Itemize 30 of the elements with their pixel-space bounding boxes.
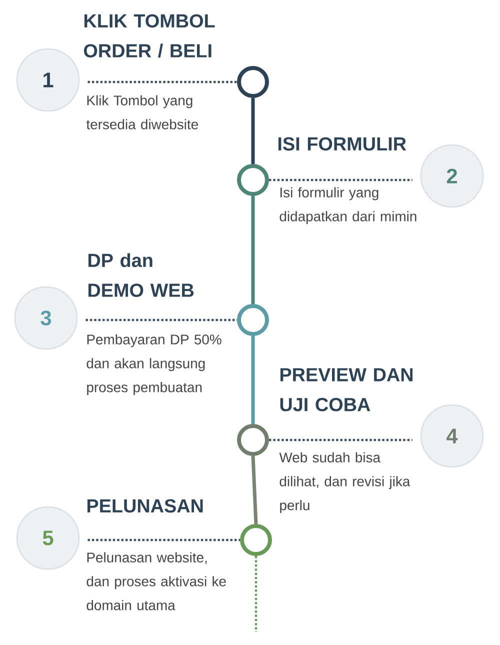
dotted-connector [269, 438, 412, 442]
step-heading: PELUNASAN [87, 499, 203, 513]
number-badge: 3 [14, 286, 78, 350]
timeline-line [251, 456, 258, 524]
step-description: Pembayaran DP 50% dan akan langsung proses pembuatan [86, 334, 222, 395]
dotted-connector [88, 538, 240, 542]
step-heading: ISI FORMULIR [278, 137, 406, 151]
dotted-connector [254, 556, 258, 632]
timeline-ring [237, 304, 269, 336]
step-heading: KLIK TOMBOL ORDER / BELI [84, 14, 215, 58]
dotted-connector [88, 80, 237, 84]
number-badge: 4 [420, 404, 484, 468]
timeline-ring [240, 524, 272, 556]
number-badge: 1 [16, 48, 80, 112]
step-description: Pelunasan website, dan proses aktivasi ke domain utama [86, 552, 226, 610]
step-description: Web sudah bisa dilihat, dan revisi jika perlu [279, 452, 410, 513]
timeline-line [251, 336, 255, 424]
dotted-connector [86, 318, 237, 322]
step-heading: DP dan DEMO WEB [88, 253, 194, 297]
timeline-ring [237, 164, 269, 196]
number-badge: 5 [16, 506, 80, 570]
timeline-ring [237, 424, 269, 456]
step-heading: PREVIEW DAN UJI COBA [280, 368, 413, 412]
timeline-line [251, 98, 255, 164]
number-badge: 2 [420, 144, 484, 208]
timeline-ring [237, 66, 269, 98]
dotted-connector [269, 178, 412, 182]
step-description: Isi formulir yang didapatkan dari mimin [280, 187, 416, 224]
step-description: Klik Tombol yang tersedia diwebsite [86, 95, 198, 130]
timeline-line [251, 196, 255, 304]
